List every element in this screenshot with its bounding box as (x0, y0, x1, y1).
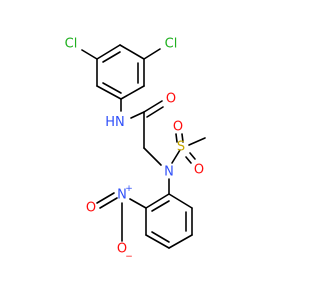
nitro-positive-charge: + (125, 184, 133, 194)
nitro-nitrogen: N (117, 188, 127, 203)
bond (96, 85, 122, 100)
bond (151, 200, 170, 212)
bond (120, 85, 145, 100)
dichlorophenyl-ring (96, 44, 145, 100)
bond (185, 156, 192, 164)
chlorine-atom-2: Cl (165, 37, 178, 52)
sulfonyl-oxygen-1: O (173, 120, 183, 135)
nitrophenyl-ring (145, 193, 193, 249)
bond (81, 49, 98, 60)
bond (129, 198, 147, 209)
nitro-oxygen-single: O (117, 242, 127, 257)
nitro-negative-charge: − (125, 252, 133, 262)
bond (96, 192, 115, 204)
bond (181, 133, 184, 143)
bond (145, 193, 170, 209)
bond (168, 234, 193, 249)
bond (189, 152, 196, 160)
chlorine-atom-1: Cl (65, 37, 78, 52)
amide-n-symbol: N (115, 115, 125, 130)
bond (145, 234, 170, 249)
bond (119, 44, 145, 60)
bond (151, 231, 170, 243)
bond (99, 197, 118, 209)
carbonyl-oxygen: O (166, 92, 176, 107)
bond (168, 193, 193, 209)
amide-n-hydrogen: H (105, 115, 115, 130)
sulfonyl-oxygen-2: O (194, 163, 204, 178)
bond (171, 149, 181, 164)
bond (143, 48, 161, 60)
bond (175, 133, 178, 143)
nitro-oxygen-double: O (86, 201, 96, 216)
bond (188, 137, 206, 146)
sulfonamide-nitrogen: N (164, 165, 174, 180)
molecule-structure: Cl Cl HN O N S O O N + O O − (65, 37, 206, 262)
bond (130, 111, 145, 119)
bond (143, 100, 163, 113)
bond (146, 106, 164, 118)
sulfur-atom: S (177, 140, 185, 155)
bond (96, 44, 121, 60)
bond (102, 82, 122, 94)
bond (102, 51, 121, 63)
amide-nitrogen: HN (105, 115, 125, 130)
bond (143, 147, 162, 166)
